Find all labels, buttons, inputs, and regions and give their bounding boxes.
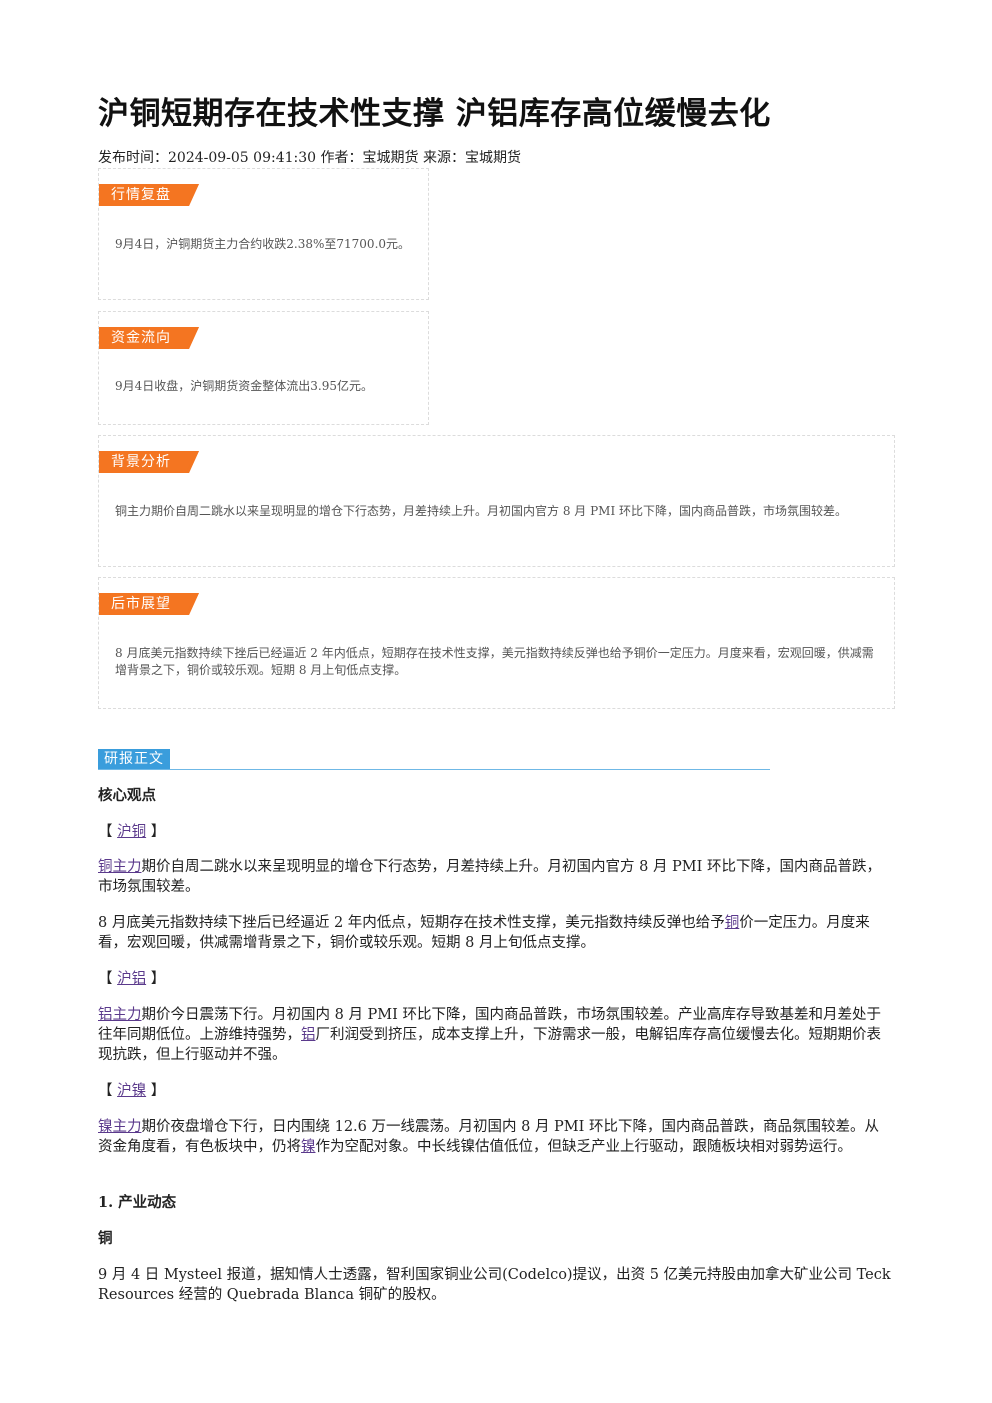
core-view-title: 核心观点 [98,787,156,804]
market-review-box: 行情复盘 9月4日，沪铜期货主力合约收跌2.38%至71700.0元。 [98,168,429,300]
copper-paragraph-1: 铜主力期价自周二跳水以来呈现明显的增仓下行态势，月差持续上升。月初国内官方 8 … [98,859,881,895]
nickel-short-link[interactable]: 镍 [301,1139,316,1155]
aluminum-link[interactable]: 沪铝 [117,971,147,987]
aluminum-plant-link[interactable]: 铝 [301,1027,316,1043]
aluminum-heading: 【 沪铝 】 [98,971,166,987]
background-box: 背景分析 铜主力期价自周二跳水以来呈现明显的增仓下行态势，月差持续上升。月初国内… [98,435,895,567]
report-section-header: 研报正文 [98,749,770,770]
industry-paragraph: 9 月 4 日 Mysteel 报道，据知情人士透露，智利国家铜业公司(Code… [98,1267,891,1303]
nickel-heading: 【 沪镍 】 [98,1083,166,1099]
nickel-paragraph: 镍主力期价夜盘增仓下行，日内围绕 12.6 万一线震荡。月初国内 8 月 PMI… [98,1119,879,1155]
fund-flow-tag: 资金流向 [99,327,199,349]
report-section-tag: 研报正文 [98,749,170,769]
page-title: 沪铜短期存在技术性支撑 沪铝库存高位缓慢去化 [98,96,771,132]
background-text: 铜主力期价自周二跳水以来呈现明显的增仓下行态势，月差持续上升。月初国内官方 8 … [115,504,847,518]
nickel-link[interactable]: 沪镍 [117,1083,147,1099]
outlook-tag: 后市展望 [99,593,199,615]
author: 作者：宝城期货 [320,150,419,166]
aluminum-main-link[interactable]: 铝主力 [98,1007,142,1023]
copper-paragraph-2: 8 月底美元指数持续下挫后已经逼近 2 年内低点，短期存在技术性支撑，美元指数持… [98,915,870,951]
fund-flow-text: 9月4日收盘，沪铜期货资金整体流出3.95亿元。 [115,379,373,393]
copper-main-link[interactable]: 铜主力 [98,859,142,875]
article-meta: 发布时间：2024-09-05 09:41:30 作者：宝城期货 来源：宝城期货 [98,147,521,167]
industry-subtitle: 铜 [98,1230,113,1247]
market-review-tag: 行情复盘 [99,184,199,206]
industry-title: 1. 产业动态 [98,1194,177,1211]
publish-time: 发布时间：2024-09-05 09:41:30 [98,150,317,166]
copper-link[interactable]: 沪铜 [117,824,147,840]
outlook-box: 后市展望 8 月底美元指数持续下挫后已经逼近 2 年内低点，短期存在技术性支撑，… [98,577,895,709]
outlook-text: 8 月底美元指数持续下挫后已经逼近 2 年内低点，短期存在技术性支撑，美元指数持… [115,646,874,677]
aluminum-paragraph: 铝主力期价今日震荡下行。月初国内 8 月 PMI 环比下降，国内商品普跌，市场氛… [98,1007,881,1063]
copper-heading: 【 沪铜 】 [98,824,166,840]
market-review-text: 9月4日，沪铜期货主力合约收跌2.38%至71700.0元。 [115,237,411,251]
background-tag: 背景分析 [99,451,199,473]
copper-price-link[interactable]: 铜 [724,915,740,931]
nickel-main-link[interactable]: 镍主力 [98,1119,142,1135]
fund-flow-box: 资金流向 9月4日收盘，沪铜期货资金整体流出3.95亿元。 [98,311,429,425]
source: 来源：宝城期货 [422,150,521,166]
